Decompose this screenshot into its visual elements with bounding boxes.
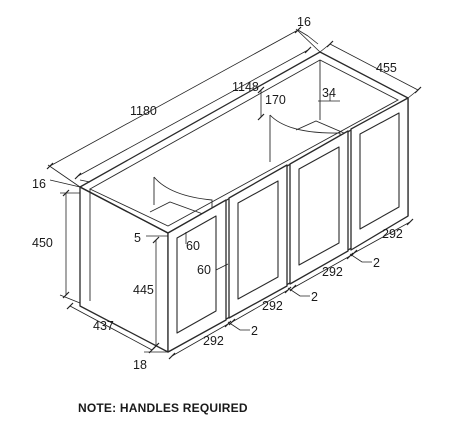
label-450: 450	[32, 236, 53, 250]
dim-450-tick-bottom	[62, 291, 70, 299]
dim-16-left-line	[49, 179, 81, 188]
dim-292-c-tick-r	[346, 252, 354, 260]
dim-60-side-line	[215, 263, 229, 271]
label-1180: 1180	[130, 104, 157, 118]
dim-16-top-line-b	[307, 35, 319, 45]
dim-1148-tick-right	[304, 46, 312, 54]
dim-292-b-tick-r	[284, 286, 292, 294]
dim-2-a-leader	[227, 321, 250, 331]
label-2-a: 2	[251, 324, 258, 338]
dim-2-c-leader	[349, 253, 372, 263]
dim-1180-ext-left	[47, 164, 81, 188]
label-445: 445	[133, 283, 154, 297]
dim-292-d-tick-r	[406, 218, 414, 226]
label-2-b: 2	[311, 290, 318, 304]
label-16-top: 16	[297, 15, 311, 29]
top-rim-inner	[89, 59, 399, 227]
left-inner-rail	[149, 201, 215, 219]
dim-1148-line	[77, 49, 309, 177]
dim-292-a-tick-l	[168, 352, 176, 360]
dim-1180-ext-right	[295, 28, 321, 53]
dim-292-a-line	[171, 323, 229, 357]
label-170: 170	[265, 93, 286, 107]
dimension-labels: 16 455 1148 1180 170 34 16 450 5 60 60 4…	[32, 15, 403, 372]
dim-1180-line	[49, 29, 299, 167]
label-1148: 1148	[232, 80, 259, 94]
door-3-panel	[298, 146, 340, 266]
dim-292-d-line	[353, 221, 411, 254]
dim-16-top-line	[297, 29, 309, 37]
dim-1148-tick-left	[74, 172, 82, 180]
door-1-panel	[176, 215, 217, 334]
dim-455-tick-front	[414, 86, 422, 94]
label-5: 5	[134, 231, 141, 245]
label-34: 34	[322, 86, 336, 100]
label-2-c: 2	[373, 256, 380, 270]
label-292-b: 292	[262, 299, 283, 313]
label-292-d: 292	[382, 227, 403, 241]
dim-450-tick-top	[62, 189, 70, 197]
right-plumbing-cutout	[269, 114, 341, 140]
dim-170-tick-top	[257, 86, 265, 94]
left-plumbing-cutout	[153, 176, 213, 218]
label-455: 455	[376, 61, 397, 75]
dim-292-b-tick-l	[228, 318, 236, 326]
label-18: 18	[133, 358, 147, 372]
note-handles-required: NOTE: HANDLES REQUIRED	[78, 401, 248, 415]
dim-455-line	[329, 43, 419, 91]
dimension-lines	[46, 26, 422, 360]
dim-450-ext-bottom	[59, 294, 81, 304]
label-60-side: 60	[197, 263, 211, 277]
door-row	[167, 97, 409, 353]
dim-292-b-line	[231, 289, 289, 323]
label-292-a: 292	[203, 334, 224, 348]
label-60-top: 60	[186, 239, 200, 253]
door-2-panel	[237, 180, 279, 300]
label-292-c: 292	[322, 265, 343, 279]
dim-292-a-tick-r	[224, 320, 232, 328]
label-437: 437	[93, 319, 114, 333]
dim-292-c-line	[292, 255, 351, 289]
dim-16-left-ext	[79, 179, 91, 183]
dim-437-line	[69, 305, 153, 351]
dim-437-tick-left	[66, 302, 74, 310]
dim-170-tick-bottom	[257, 113, 265, 121]
dim-1180-tick-left	[46, 162, 54, 170]
door-4-panel	[359, 112, 400, 230]
dim-455-tick-back	[326, 40, 334, 48]
right-inner-rail	[295, 120, 345, 134]
label-16-left: 16	[32, 177, 46, 191]
dim-2-b-leader	[287, 287, 310, 297]
dim-445-tick-top	[152, 236, 160, 244]
